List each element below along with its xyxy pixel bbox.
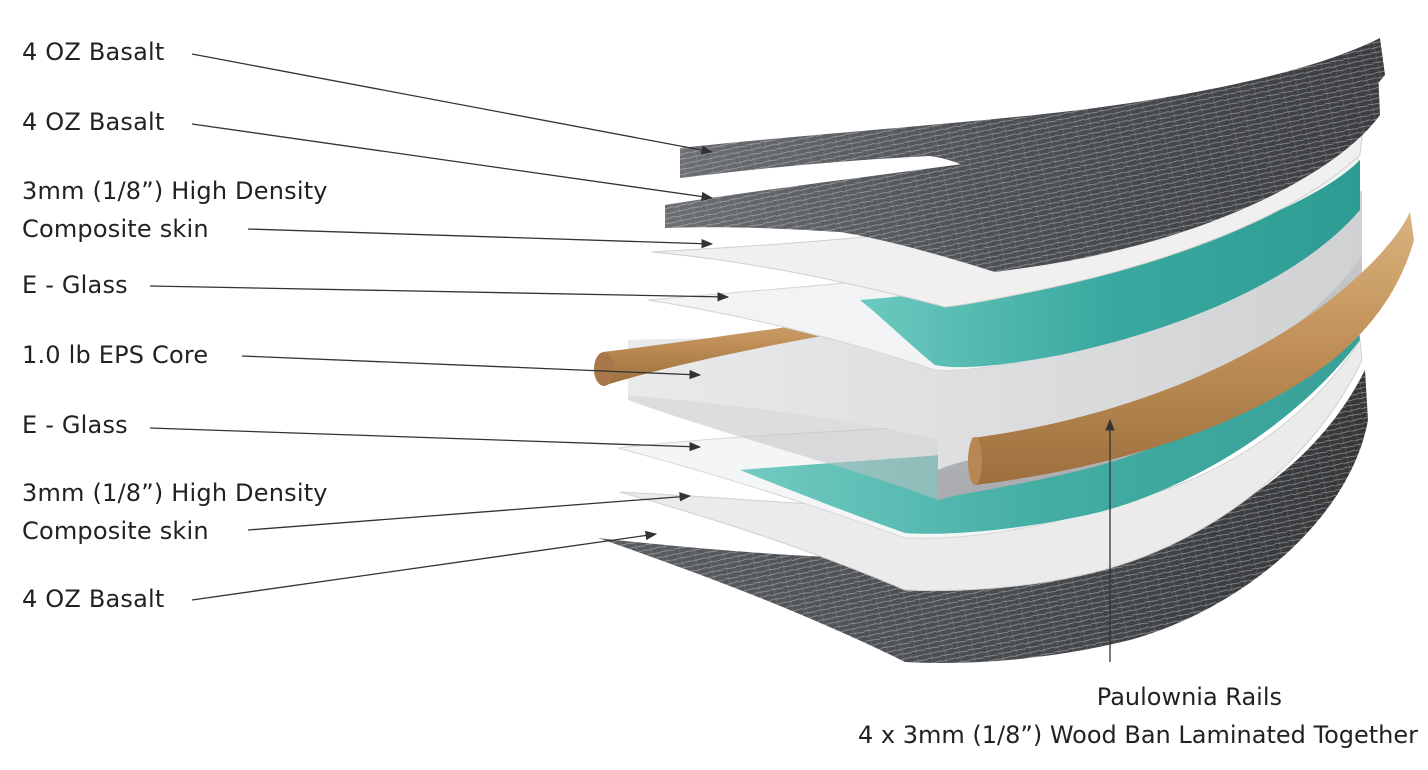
label-text: 4 OZ Basalt	[22, 108, 165, 136]
rails-detail: 4 x 3mm (1/8”) Wood Ban Laminated Togeth…	[858, 721, 1418, 749]
label-eglass-lower: E - Glass	[22, 406, 128, 444]
leader-composite-upper	[247, 228, 714, 249]
label-eps-core: 1.0 lb EPS Core	[22, 336, 208, 374]
label-text: 3mm (1/8”) High Density	[22, 479, 328, 507]
label-eglass-upper: E - Glass	[22, 266, 128, 304]
rails-caption: Paulownia Rails 4 x 3mm (1/8”) Wood Ban …	[858, 678, 1418, 754]
label-text: 4 OZ Basalt	[22, 38, 165, 66]
label-text: 4 OZ Basalt	[22, 585, 165, 613]
leader-eps-core	[241, 355, 702, 380]
leader-eglass-lower	[149, 427, 702, 452]
leader-basalt-3	[191, 530, 658, 601]
label-text: E - Glass	[22, 411, 128, 439]
rails-title: Paulownia Rails	[1096, 683, 1282, 711]
leader-eglass-upper	[149, 285, 730, 302]
label-text: Composite skin	[22, 215, 209, 243]
layer-bottom-basalt	[598, 370, 1368, 663]
label-composite-skin-lower: 3mm (1/8”) High Density Composite skin	[22, 474, 328, 550]
label-basalt-2: 4 OZ Basalt	[22, 103, 165, 141]
label-basalt-1: 4 OZ Basalt	[22, 33, 165, 71]
label-composite-skin-upper: 3mm (1/8”) High Density Composite skin	[22, 172, 328, 248]
layer-basalt-1	[680, 38, 1385, 198]
leader-lines	[149, 53, 1115, 662]
leader-composite-lower	[247, 492, 692, 531]
leader-basalt-1	[191, 53, 714, 155]
label-text: 1.0 lb EPS Core	[22, 341, 209, 369]
paulownia-rail-right	[968, 212, 1414, 485]
label-text: 3mm (1/8”) High Density	[22, 177, 328, 205]
label-text: E - Glass	[22, 271, 128, 299]
label-text: Composite skin	[22, 517, 209, 545]
label-basalt-3: 4 OZ Basalt	[22, 580, 165, 618]
leader-basalt-2	[191, 123, 714, 202]
